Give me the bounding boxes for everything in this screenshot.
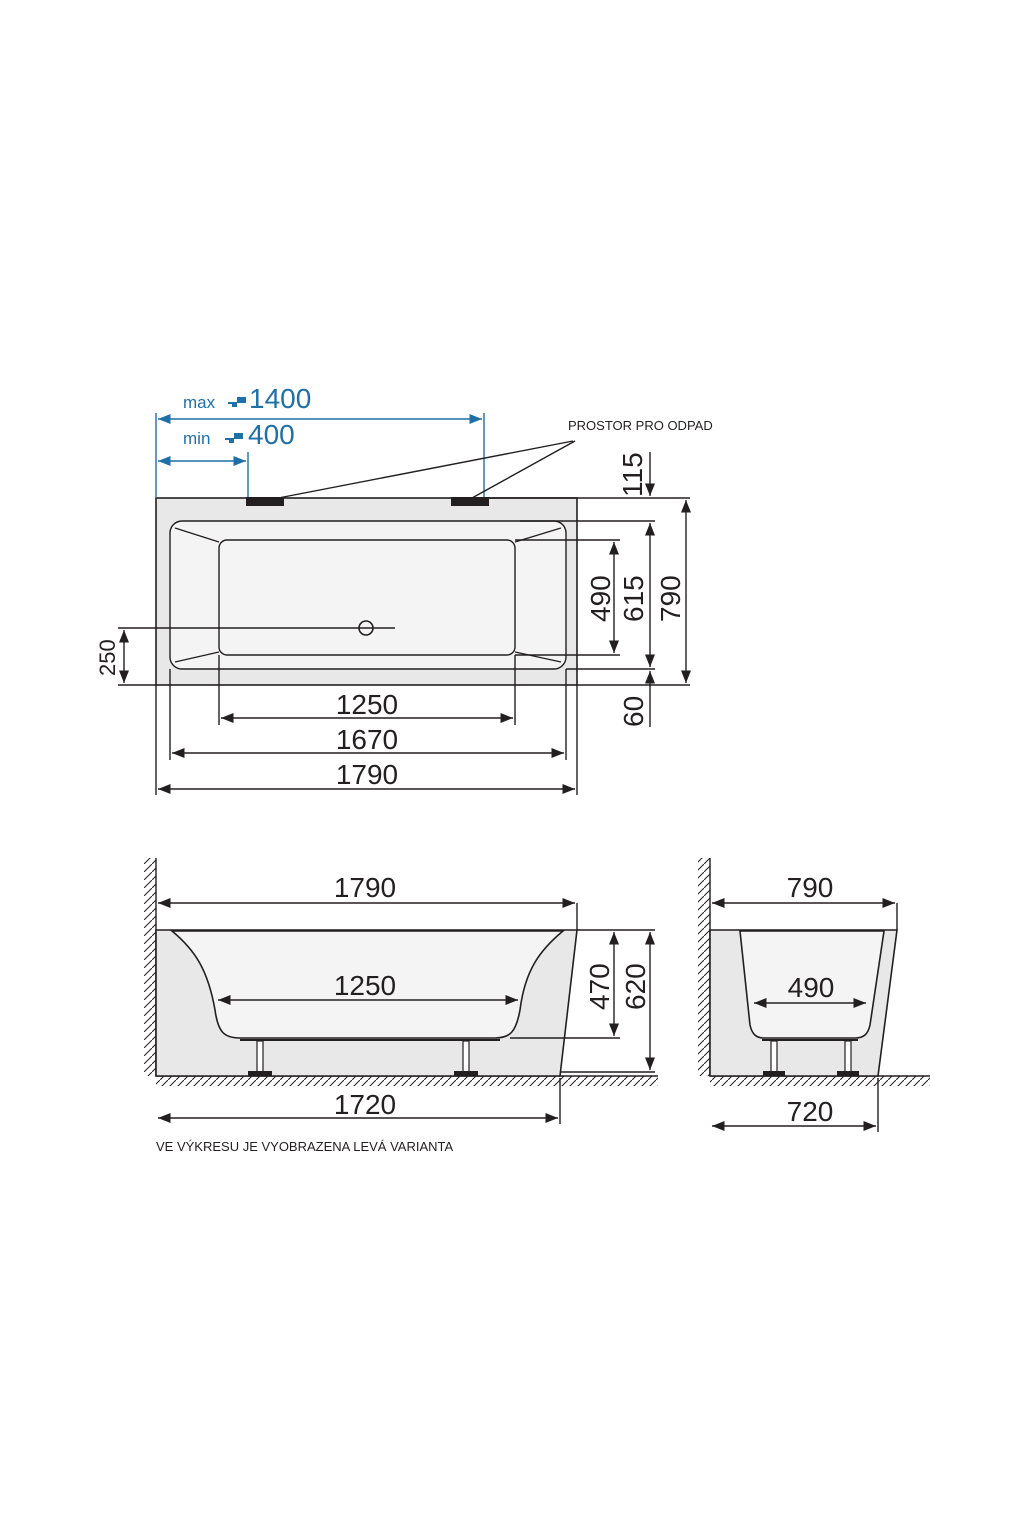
faucet-dimensions: max 1400 min 400 — [155, 383, 485, 498]
vertical-dimensions: 115 490 615 790 60 — [489, 452, 692, 727]
end-leg-left — [770, 1040, 778, 1073]
end-dim-720: 720 — [787, 1096, 834, 1127]
end-wall-hatch — [698, 858, 710, 1076]
dim-790: 790 — [655, 575, 686, 622]
dim-615: 615 — [618, 575, 649, 622]
faucet-hole-min — [246, 497, 284, 506]
faucet-min-value: 400 — [248, 419, 295, 450]
end-foot-right — [837, 1071, 859, 1076]
dim-1250: 1250 — [336, 689, 398, 720]
end-leg-right — [844, 1040, 852, 1073]
end-view: 790 490 720 — [698, 858, 930, 1132]
tub-bottom — [218, 539, 516, 656]
end-foot-left — [763, 1071, 785, 1076]
faucet-icon — [225, 433, 243, 443]
floor-hatch — [156, 1076, 658, 1086]
end-dim-790: 790 — [787, 872, 834, 903]
faucet-max-label: max — [183, 393, 216, 412]
variant-note: VE VÝKRESU JE VYOBRAZENA LEVÁ VARIANTA — [156, 1139, 453, 1154]
wall-hatch — [144, 858, 156, 1076]
faucet-max-value: 1400 — [249, 383, 311, 414]
dim-60: 60 — [618, 696, 649, 727]
end-dim-490: 490 — [788, 972, 835, 1003]
side-view: 1790 1250 470 620 1720 VE VÝKRESU JE VYO… — [144, 858, 658, 1154]
foot-right — [454, 1071, 478, 1076]
end-floor-hatch — [710, 1076, 930, 1086]
horizontal-dimensions: 1250 1670 1790 — [155, 655, 578, 795]
leg-right — [462, 1040, 470, 1073]
top-view: max 1400 min 400 PROSTOR PRO ODPAD — [95, 383, 713, 795]
waste-space-label: PROSTOR PRO ODPAD — [568, 418, 713, 433]
dim-490: 490 — [585, 575, 616, 622]
faucet-icon — [228, 397, 246, 407]
drain-offset-dimension: 250 — [95, 627, 395, 686]
side-dim-1790: 1790 — [334, 872, 396, 903]
foot-left — [248, 1071, 272, 1076]
dim-1670: 1670 — [336, 724, 398, 755]
dim-115: 115 — [617, 452, 648, 497]
side-dim-620: 620 — [620, 963, 651, 1010]
side-dim-1720: 1720 — [334, 1089, 396, 1120]
leg-left — [256, 1040, 264, 1073]
waste-space-callout: PROSTOR PRO ODPAD — [267, 418, 713, 501]
side-dim-470: 470 — [584, 963, 615, 1010]
faucet-hole-max — [451, 497, 489, 506]
tub-basin-end — [739, 930, 885, 1039]
dim-250: 250 — [95, 639, 120, 676]
faucet-min-label: min — [183, 429, 210, 448]
side-dim-1250: 1250 — [334, 970, 396, 1001]
dim-1790: 1790 — [336, 759, 398, 790]
tub-basin-side — [169, 930, 566, 1039]
